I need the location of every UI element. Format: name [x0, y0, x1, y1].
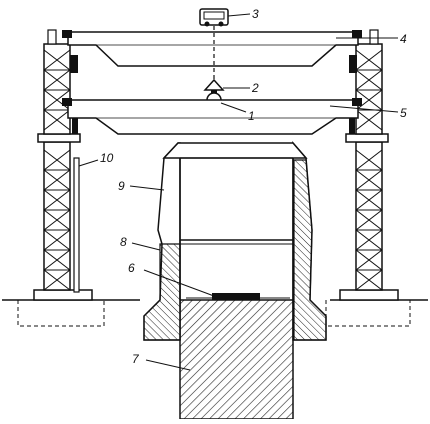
pile	[179, 299, 294, 420]
lower-beam	[67, 99, 359, 135]
callout-4: 4	[400, 32, 407, 46]
callout-8: 8	[120, 235, 127, 249]
right-column	[339, 29, 399, 301]
upper-beam	[67, 31, 359, 67]
left-column	[33, 29, 93, 301]
callout-6: 6	[128, 261, 135, 275]
callout-7: 7	[132, 352, 140, 366]
leader-lines	[78, 13, 399, 371]
callout-3: 3	[252, 7, 259, 21]
callout-10: 10	[100, 151, 114, 165]
callout-1: 1	[248, 109, 255, 123]
sensor-plate	[212, 293, 260, 300]
callout-2: 2	[251, 81, 259, 95]
casing	[143, 140, 327, 341]
callout-9: 9	[118, 179, 125, 193]
trolley	[199, 8, 229, 82]
callout-5: 5	[400, 106, 407, 120]
